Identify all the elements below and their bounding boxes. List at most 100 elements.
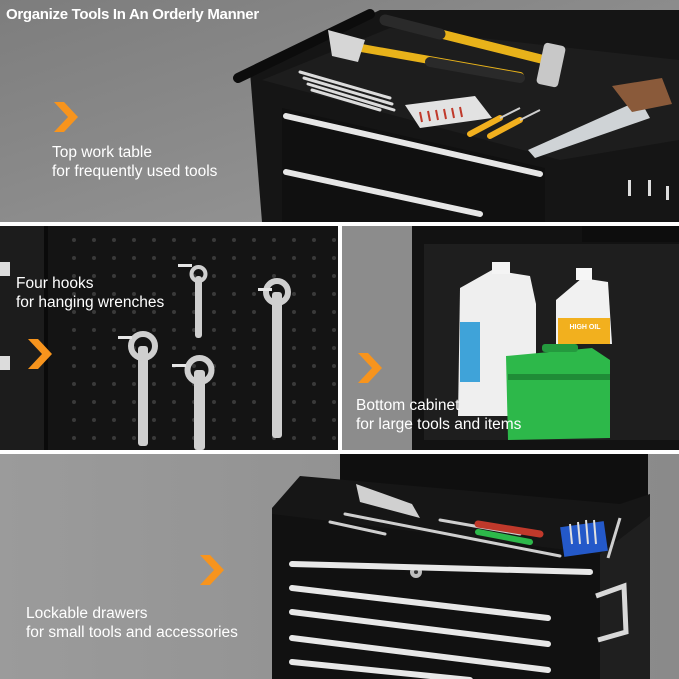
pegboard-hole (92, 256, 96, 260)
pegboard-hole (152, 436, 156, 440)
pegboard-hole (212, 382, 216, 386)
pegboard-hole (112, 310, 116, 314)
bit-set-box (405, 96, 492, 128)
pegboard-hole (132, 364, 136, 368)
pegboard-hole (212, 400, 216, 404)
wrench-icon (128, 331, 158, 446)
pegboard-hole (132, 436, 136, 440)
panel-lockable-drawers: Lockable drawers for small tools and acc… (0, 454, 679, 679)
pegboard-hole (232, 364, 236, 368)
pegboard-hole (112, 256, 116, 260)
pegboard-hole (112, 328, 116, 332)
pegboard-hole (332, 328, 336, 332)
pegboard-hole (132, 310, 136, 314)
pegboard-hole (152, 418, 156, 422)
pegboard-hole (252, 238, 256, 242)
pegboard-hole (312, 256, 316, 260)
hammer-icon (379, 14, 566, 88)
chevron-right-icon (28, 339, 52, 369)
pegboard-hole (312, 436, 316, 440)
pegboard-hole (332, 238, 336, 242)
pegboard-hole (112, 418, 116, 422)
pegboard-hole (172, 292, 176, 296)
caption-lockable-drawers: Lockable drawers for small tools and acc… (26, 604, 238, 642)
pegboard-hole (312, 400, 316, 404)
pegboard-hole (72, 418, 76, 422)
pegboard-hole (172, 256, 176, 260)
pegboard-hole (272, 256, 276, 260)
pegboard-hole (72, 436, 76, 440)
pegboard-hole (152, 256, 156, 260)
pegboard-hole (132, 382, 136, 386)
pegboard-hole (232, 274, 236, 278)
caption-top-work-table: Top work table for frequently used tools (52, 143, 217, 181)
pegboard-hole (252, 436, 256, 440)
pegboard-hole (292, 328, 296, 332)
pegboard-hole (312, 310, 316, 314)
pegboard-hole (92, 238, 96, 242)
pegboard-hole (152, 292, 156, 296)
wrench-set (298, 70, 396, 112)
toolbox-icon (506, 344, 610, 440)
pegboard-hole (72, 274, 76, 278)
pegboard-hole (292, 418, 296, 422)
pegboard-hole (212, 256, 216, 260)
pegboard-hole (292, 238, 296, 242)
pegboard-hole (252, 400, 256, 404)
pegboard-hole (232, 256, 236, 260)
pegboard-hole (112, 346, 116, 350)
pegboard-hole (332, 274, 336, 278)
pegboard-hole (312, 238, 316, 242)
pegboard-hole (152, 364, 156, 368)
pegboard-hole (272, 238, 276, 242)
pegboard-hole (232, 346, 236, 350)
pegboard-hole (332, 346, 336, 350)
pegboard-hole (192, 238, 196, 242)
pegboard-hole (212, 418, 216, 422)
pegboard-hole (292, 256, 296, 260)
pegboard-hole (172, 238, 176, 242)
caption-line: Bottom cabinet (356, 397, 460, 414)
pegboard-hole (132, 400, 136, 404)
pegboard-hole (232, 238, 236, 242)
pegboard-illustration (0, 226, 338, 450)
pegboard-hole (312, 364, 316, 368)
chevron-right-icon (358, 353, 382, 383)
pegboard-hole (252, 310, 256, 314)
wrench-icon (263, 278, 291, 438)
oil-bottle-icon (556, 268, 612, 344)
pegboard-hole (112, 382, 116, 386)
pegboard-hole (92, 292, 96, 296)
pegboard-hole (92, 346, 96, 350)
pegboard-hole (232, 400, 236, 404)
bit-set-box (356, 484, 420, 518)
pegboard-hole (312, 346, 316, 350)
pegboard-hole (92, 418, 96, 422)
caption-line: Top work table (52, 144, 152, 161)
pegboard-hole (152, 238, 156, 242)
pegboard-hole (292, 310, 296, 314)
pegboard-hole (232, 382, 236, 386)
pegboard-hole (132, 274, 136, 278)
oil-label: HIGH OIL (569, 324, 601, 331)
pegboard-hole (252, 274, 256, 278)
pegboard-hole (332, 418, 336, 422)
pegboard-hole (332, 436, 336, 440)
pegboard-hole (252, 328, 256, 332)
hex-key-set-icon (560, 519, 608, 557)
caption-line: for small tools and accessories (26, 624, 238, 641)
screwdriver-icon (474, 520, 544, 545)
pegboard-hole (172, 310, 176, 314)
panel-bottom-cabinet: HIGH OIL Bottom cabinet for large tools … (342, 226, 679, 450)
caption-line: for frequently used tools (52, 163, 218, 180)
pegboard-hole (212, 292, 216, 296)
caption-line: for hanging wrenches (16, 294, 165, 311)
pegboard-hole (152, 400, 156, 404)
pegboard-hole (172, 418, 176, 422)
pegboard-hole (132, 238, 136, 242)
pegboard-hole (72, 346, 76, 350)
chevron-right-icon (200, 555, 224, 585)
pegboard-hole (212, 310, 216, 314)
pegboard-hole (92, 310, 96, 314)
pegboard-hole (212, 274, 216, 278)
